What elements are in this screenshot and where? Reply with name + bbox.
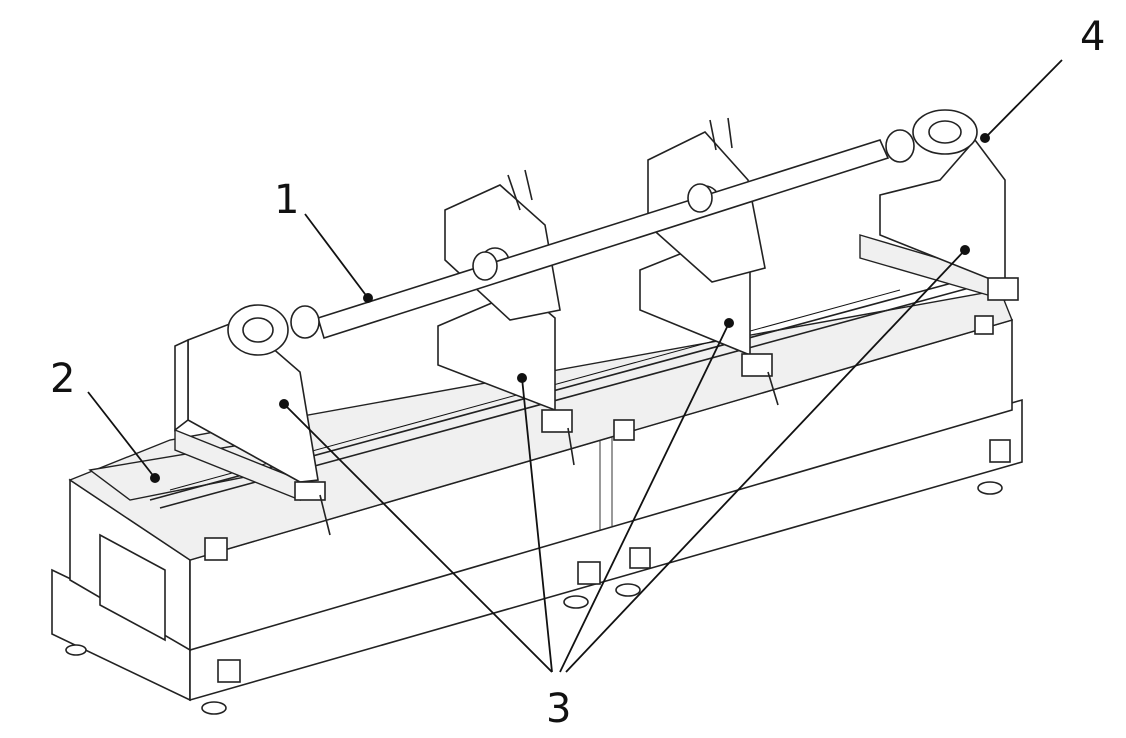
drive-shaft [290, 129, 915, 340]
callout-1: 1 [274, 177, 299, 223]
left-support-pedestal [174, 304, 331, 536]
callout-3: 3 [546, 686, 571, 732]
callout-4: 4 [1080, 14, 1105, 60]
right-support-pedestal [879, 109, 1019, 301]
callout-2: 2 [50, 356, 75, 402]
leader-lines [87, 59, 1063, 673]
